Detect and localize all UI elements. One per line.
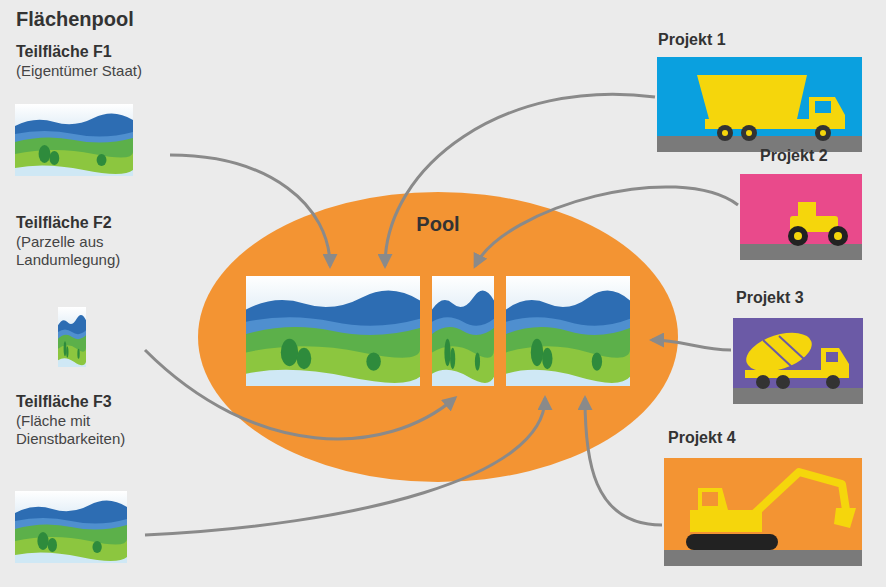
node-heading: Projekt 4 [668,428,864,448]
node-heading: Teilfläche F3 [16,392,145,412]
area-node: Projekt 3 [731,288,865,406]
landscape-picture [58,307,86,367]
node-heading: Projekt 2 [760,146,864,166]
area-node: Teilfläche F2(Parzelle aus Landumlegung) [14,213,145,371]
flow-arrow [385,94,655,266]
node-subtext: (Eigentümer Staat) [16,62,166,80]
road-roller-picture [740,174,862,260]
area-node: Projekt 1 [655,30,865,154]
dump-truck-picture [657,57,862,152]
flow-arrow [145,398,545,535]
area-node: Projekt 4 [662,428,864,568]
pool-node: Pool [198,192,678,482]
node-heading: Projekt 1 [658,30,865,50]
node-subtext: (Parzelle aus Landumlegung) [16,233,141,269]
landscape-panel [432,276,494,386]
flow-arrow [652,340,731,350]
area-node: Projekt 2 [738,146,864,262]
landscape-picture [15,104,133,176]
node-heading: Pool [198,212,678,236]
landscape-picture [15,491,127,563]
node-heading: Projekt 3 [736,288,865,308]
flow-arrow [170,155,330,266]
flow-arrow [585,398,662,525]
area-node: Teilfläche F3(Fläche mit Dienstbarkeiten… [14,392,145,567]
node-heading: Teilfläche F2 [16,213,145,233]
landscape-panel [506,276,630,386]
pool-ellipse [198,192,678,482]
flow-arrow [145,350,455,439]
node-heading: Teilfläche F1 [16,42,170,62]
cement-mixer-picture [733,318,863,404]
flow-arrow [475,187,738,266]
diagram-title: Flächenpool [16,8,134,31]
landscape-panel [246,276,420,386]
node-subtext: (Fläche mit Dienstbarkeiten) [16,412,141,448]
excavator-picture [664,458,862,566]
area-node: Teilfläche F1(Eigentümer Staat) [14,42,170,182]
